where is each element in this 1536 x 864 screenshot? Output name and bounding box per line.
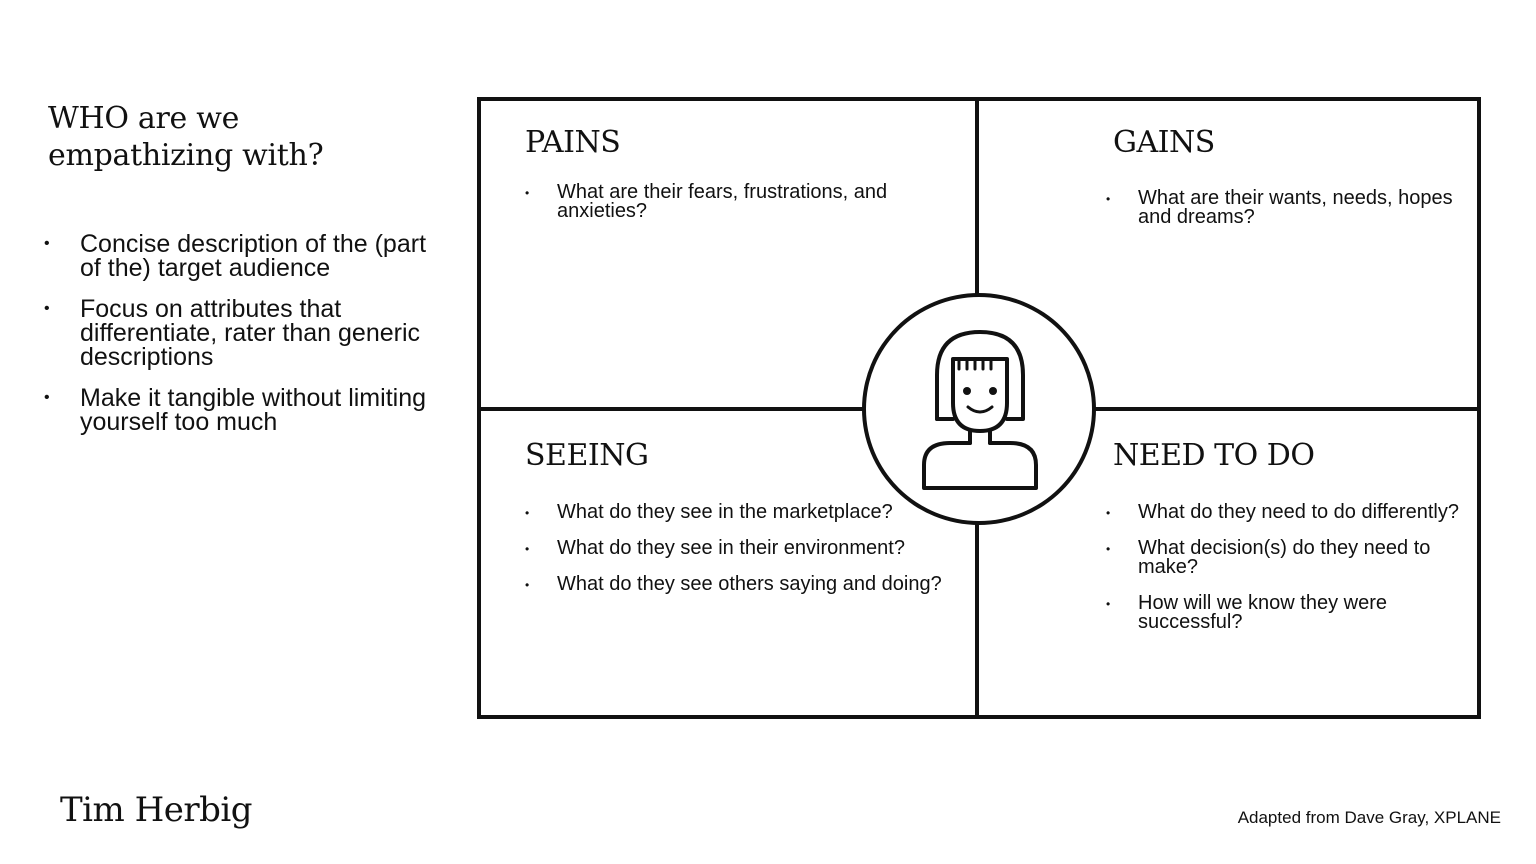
- need-to-do-list: What do they need to do differently? Wha…: [1106, 502, 1466, 649]
- list-item: What are their fears, frustrations, and …: [525, 182, 945, 221]
- list-item: What do they see in the marketplace?: [525, 502, 945, 523]
- list-item: What decision(s) do they need to make?: [1106, 538, 1466, 577]
- list-item: What are their wants, needs, hopes and d…: [1106, 188, 1466, 227]
- title-line-2: empathizing with?: [48, 138, 324, 173]
- pains-heading: PAINS: [525, 125, 621, 160]
- credit-text: Adapted from Dave Gray, XPLANE: [1237, 808, 1501, 827]
- gains-heading: GAINS: [1113, 125, 1215, 160]
- list-item: How will we know they were successful?: [1106, 593, 1466, 632]
- seeing-heading: SEEING: [525, 438, 649, 473]
- seeing-list: What do they see in the marketplace? Wha…: [525, 502, 945, 611]
- intro-bullet: Make it tangible without limiting yourse…: [44, 386, 444, 435]
- gains-list: What are their wants, needs, hopes and d…: [1106, 188, 1466, 244]
- intro-bullet-list: Concise description of the (part of the)…: [44, 232, 444, 451]
- need-to-do-heading: NEED TO DO: [1113, 438, 1315, 473]
- list-item: What do they need to do differently?: [1106, 502, 1466, 523]
- page-title: WHO are we empathizing with?: [48, 100, 408, 174]
- person-icon: [922, 330, 1038, 490]
- author-name: Tim Herbig: [60, 790, 253, 830]
- pains-list: What are their fears, frustrations, and …: [525, 182, 945, 238]
- list-item: What do they see others saying and doing…: [525, 574, 945, 595]
- intro-bullet: Focus on attributes that differentiate, …: [44, 297, 444, 370]
- list-item: What do they see in their environment?: [525, 538, 945, 559]
- intro-bullet: Concise description of the (part of the)…: [44, 232, 444, 281]
- title-line-1: WHO are we: [48, 101, 240, 136]
